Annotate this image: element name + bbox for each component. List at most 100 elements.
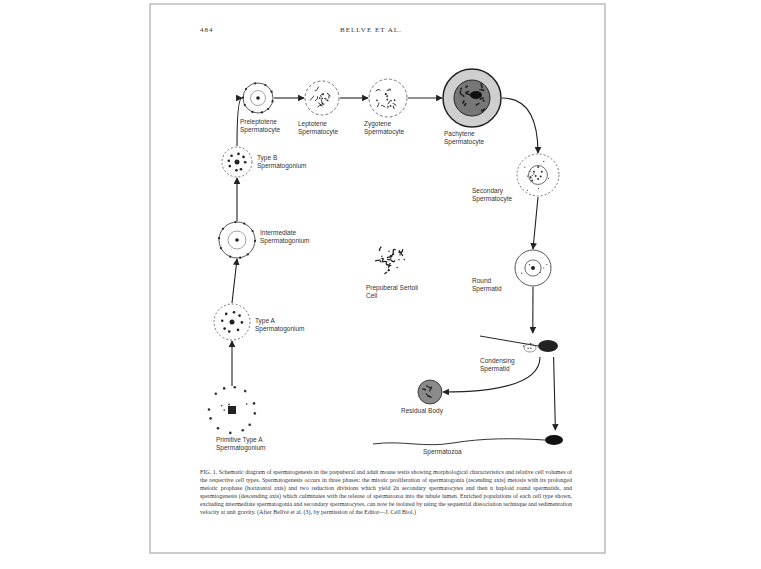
cell-node: Leptotene Spermatocyte (304, 80, 340, 116)
drawn-stroke (460, 91, 462, 96)
cell-granule (523, 345, 524, 346)
drawn-stroke (386, 95, 387, 97)
drawn-stroke (393, 106, 394, 109)
drawn-stroke (480, 336, 538, 346)
cell-granule (222, 147, 252, 177)
drawn-stroke (315, 96, 318, 101)
drawn-stroke (315, 87, 318, 91)
cell-node: Intermediate Spermatogonium (218, 221, 256, 259)
drawn-stroke (381, 261, 386, 263)
drawn-stroke (480, 89, 484, 92)
cell-granule (527, 348, 528, 349)
cell-granule (380, 261, 382, 263)
cell-granule (230, 320, 235, 325)
drawn-stroke (463, 101, 465, 104)
arrow-connector (232, 259, 237, 303)
page-border (150, 4, 605, 553)
drawn-stroke (428, 396, 432, 398)
cell-drawing (480, 333, 560, 357)
cell-granule (264, 84, 266, 86)
cell-granule (531, 266, 535, 270)
cell-granule (251, 91, 266, 106)
cell-granule (390, 105, 392, 107)
drawn-stroke (375, 259, 380, 261)
cell-granule (256, 96, 260, 100)
cell-granule (271, 91, 273, 93)
cell-granule (245, 88, 247, 90)
cell-granule (229, 165, 232, 168)
cell-granule (225, 313, 228, 316)
cell-granule (214, 304, 250, 340)
cell-granule (235, 169, 238, 172)
cell-granule (208, 408, 211, 411)
drawn-stroke (321, 93, 324, 97)
cell-granule (530, 344, 531, 345)
cell-granule (248, 423, 251, 426)
drawn-stroke (310, 96, 314, 101)
cell-granule (530, 348, 531, 349)
cell-granule (223, 387, 226, 390)
cell-granule (385, 93, 387, 95)
cell-granule (228, 160, 231, 163)
cell-node: Secondary Spermatocyte (516, 153, 560, 197)
cell-granule (238, 314, 241, 317)
cell-granule (223, 327, 226, 330)
cell-granule (327, 100, 329, 102)
drawn-stroke (381, 258, 383, 261)
cell-granule (381, 255, 383, 257)
cell-node: Round Spermatid (514, 249, 552, 287)
cell-granule (527, 176, 528, 177)
cell-drawing (304, 80, 340, 116)
drawn-stroke (391, 260, 395, 261)
cell-granule (229, 256, 231, 258)
drawn-stroke (388, 263, 390, 265)
drawn-stroke (379, 247, 381, 251)
arrow-connector (236, 178, 237, 221)
cell-granule (234, 221, 236, 223)
cell-granule (235, 160, 240, 165)
drawn-stroke (481, 83, 482, 88)
drawn-stroke (387, 89, 389, 90)
cell-label: Preleptotene Spermatocyte (240, 118, 294, 133)
cell-label: Prepuberal Sertoli Cell (366, 284, 420, 299)
cell-granule (533, 173, 534, 174)
cell-granule (234, 386, 237, 389)
cell-granule (242, 429, 245, 432)
cell-granule (267, 108, 269, 110)
cell-granule (525, 260, 541, 276)
cell-granule (220, 247, 222, 249)
cell-label: Zygotene Spermatocyte (364, 120, 418, 135)
drawn-stroke (377, 103, 379, 107)
cell-granule (399, 254, 401, 256)
cell-granule (385, 93, 387, 95)
arrow-connector (340, 97, 368, 98)
cell-granule (454, 80, 490, 116)
cell-granule (240, 168, 243, 171)
cell-granule (233, 412, 235, 414)
cell-drawing (373, 430, 563, 450)
drawn-stroke (422, 389, 426, 390)
cell-granule (233, 311, 236, 314)
arrow-connector (554, 357, 556, 430)
arrow-connector (502, 98, 538, 153)
drawn-stroke (387, 258, 391, 259)
cell-granule (217, 427, 220, 430)
cell-drawing (218, 221, 256, 259)
cell-drawing (372, 242, 412, 282)
drawn-stroke (462, 95, 463, 96)
cell-granule (261, 111, 263, 113)
cell-granule (320, 104, 322, 106)
cell-granule (369, 79, 407, 117)
cell-granule (229, 432, 232, 435)
arrow-connector (532, 287, 533, 333)
cell-granule (527, 190, 528, 191)
arrow-connector (443, 357, 540, 392)
drawn-stroke (393, 249, 396, 255)
cell-granule (386, 99, 388, 101)
cell-granule (252, 230, 254, 232)
cell-granule (388, 251, 390, 253)
drawn-stroke (399, 251, 403, 256)
cell-granule (418, 380, 442, 404)
cell-granule (398, 259, 400, 261)
drawn-stroke (426, 385, 431, 388)
